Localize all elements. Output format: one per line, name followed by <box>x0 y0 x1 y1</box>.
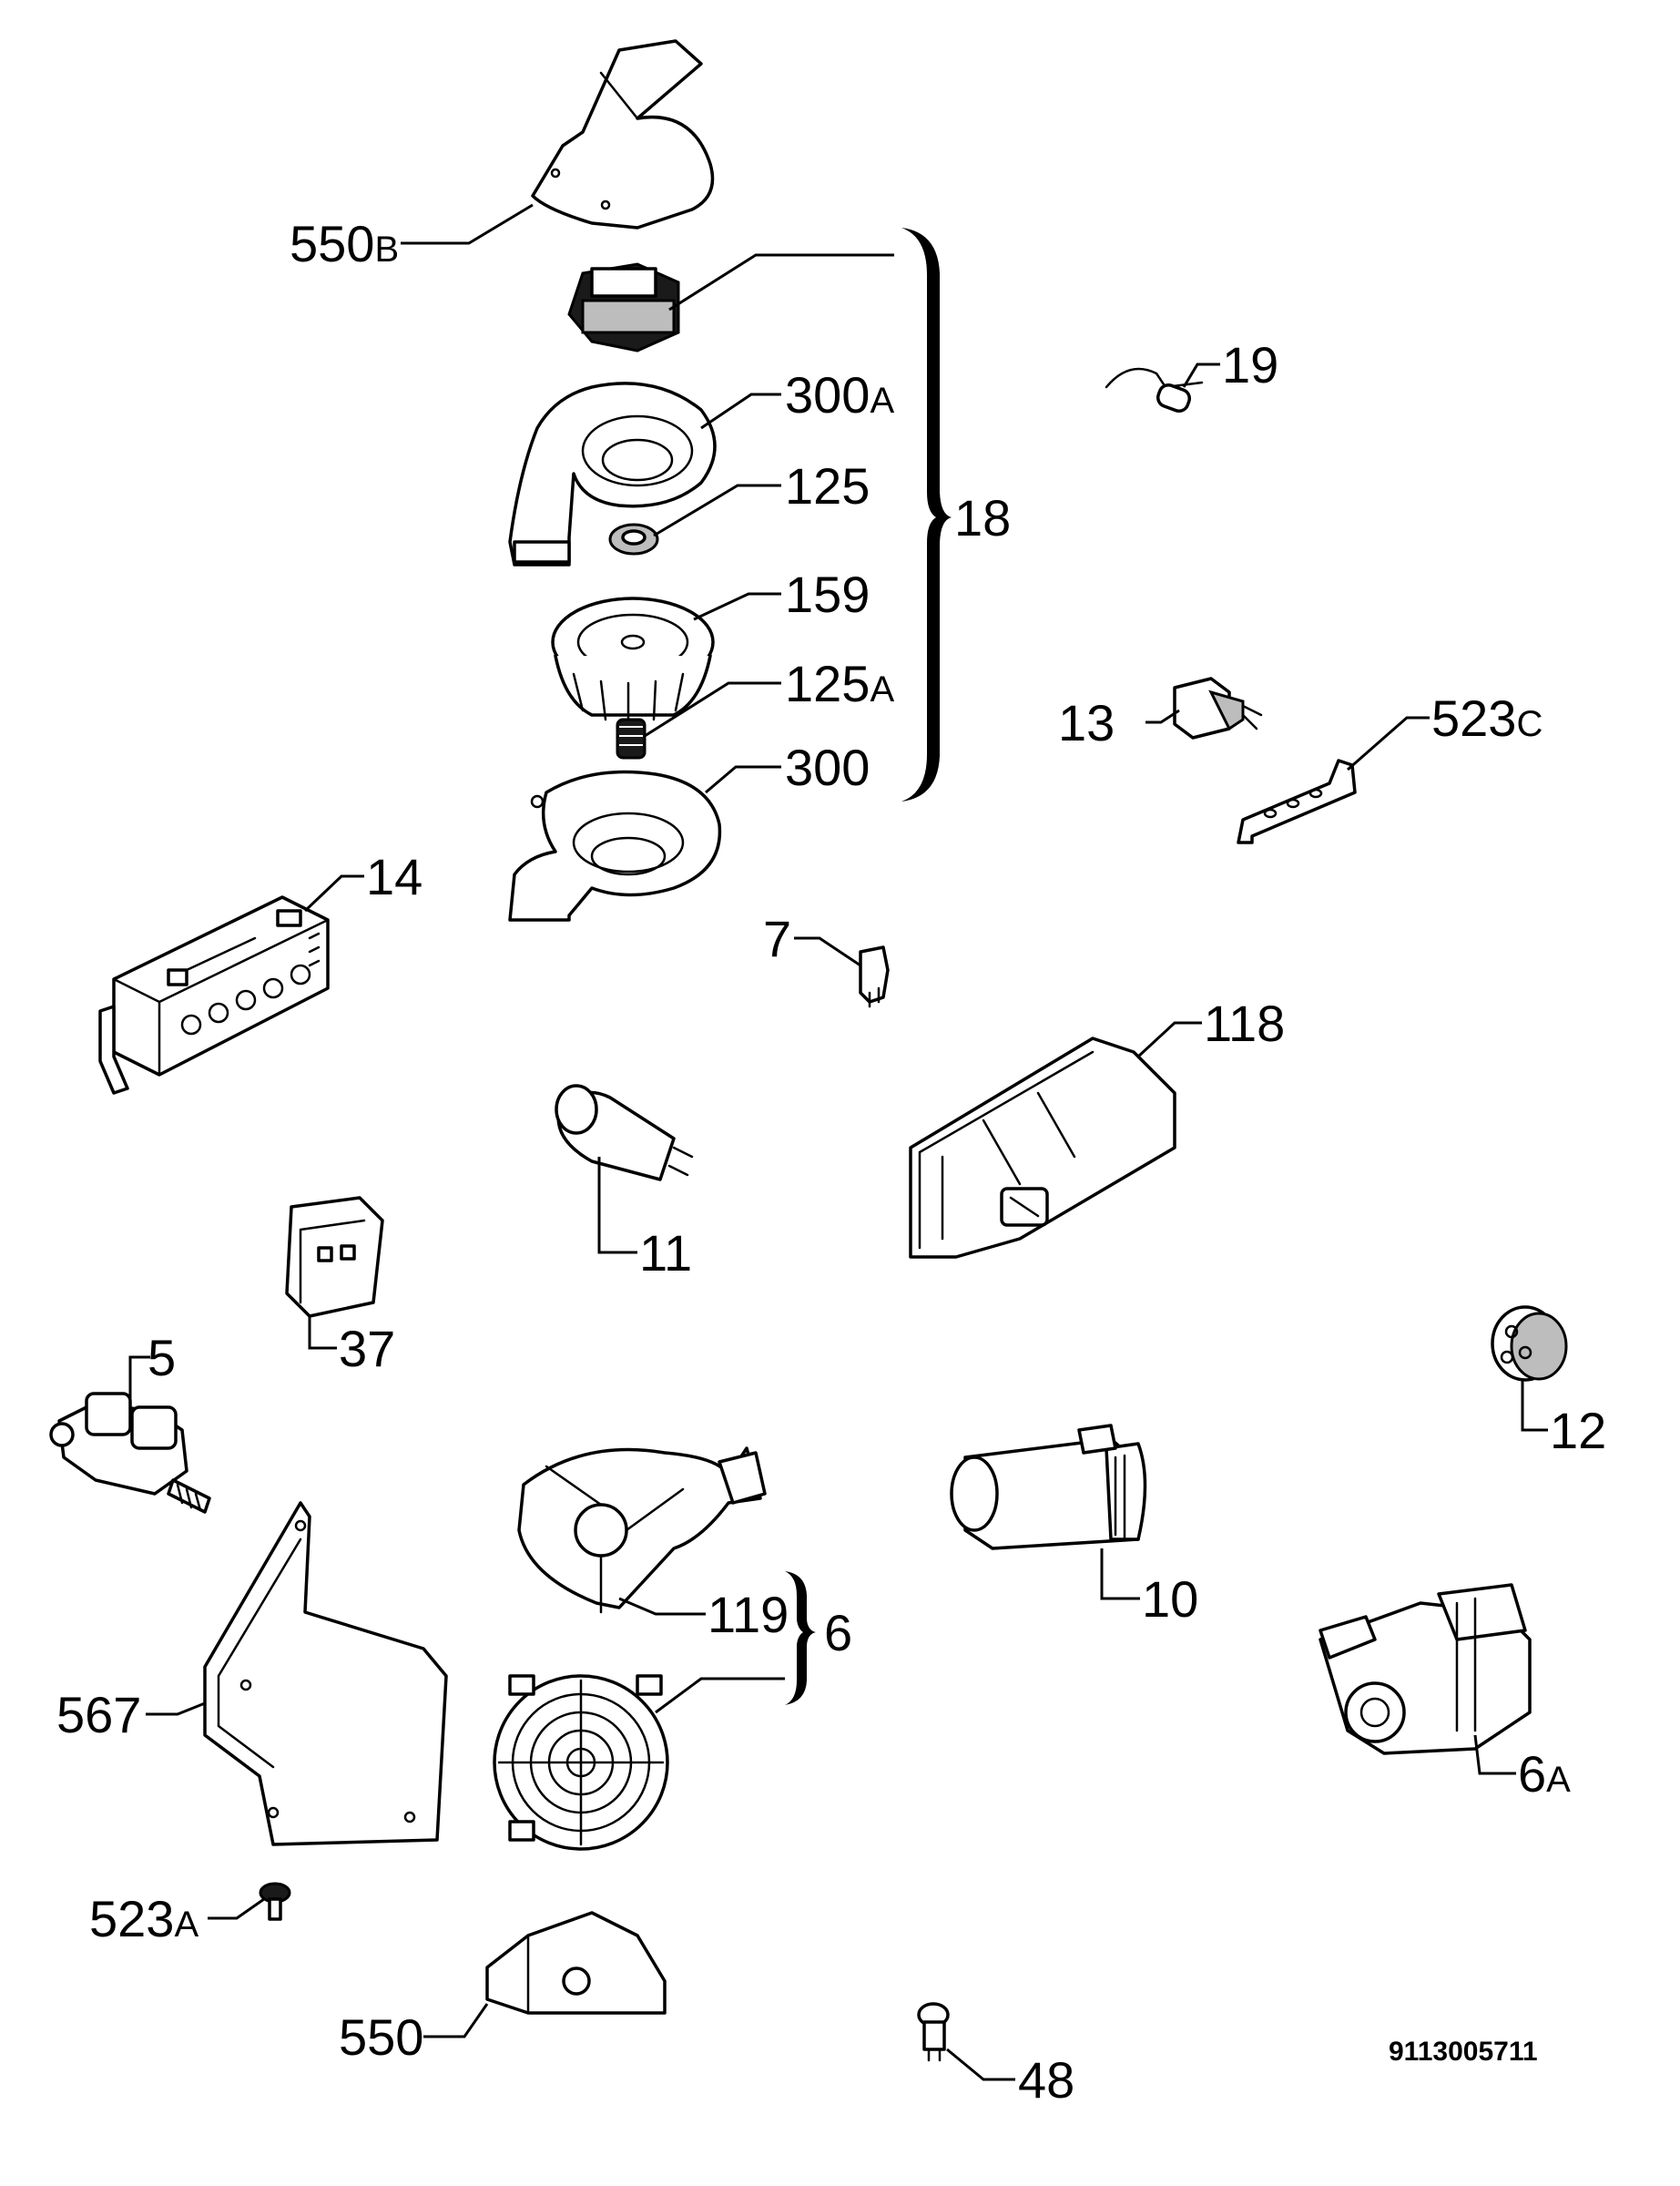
part-119-pump-housing <box>517 1446 767 1614</box>
group-6-brace <box>785 1571 816 1705</box>
group-18-brace <box>901 228 952 802</box>
part-550b-duct-cover <box>531 39 715 230</box>
part-523a-screw <box>259 1882 291 1921</box>
leader-5 <box>128 1355 150 1398</box>
leader-125 <box>653 484 781 537</box>
leader-motor <box>668 253 894 312</box>
label-300: 300 <box>785 739 870 796</box>
leader-523a <box>208 1897 265 1920</box>
part-motor <box>567 262 680 352</box>
label-125: 125 <box>785 457 870 515</box>
label-10: 10 <box>1142 1570 1198 1628</box>
label-14: 14 <box>366 848 423 905</box>
leader-13 <box>1145 709 1180 724</box>
part-5-inlet-valve <box>49 1392 211 1514</box>
leader-6a <box>1473 1734 1516 1775</box>
leader-300a <box>700 393 781 430</box>
part-300-lower-housing <box>508 770 722 922</box>
part-159-fan-wheel <box>551 597 715 723</box>
label-567: 567 <box>56 1686 141 1743</box>
part-48-grommet <box>917 2002 950 2062</box>
label-7: 7 <box>763 910 791 967</box>
label-48: 48 <box>1018 2051 1074 2109</box>
leader-567 <box>146 1701 206 1716</box>
part-6a-drain-pump <box>1319 1583 1532 1755</box>
label-6: 6 <box>824 1604 852 1661</box>
part-550-duct <box>485 1911 667 2015</box>
label-159: 159 <box>785 566 870 623</box>
diagram-code: 9113005711 <box>1389 2037 1538 2067</box>
part-118-dispenser <box>909 1037 1176 1259</box>
label-119: 119 <box>708 1586 789 1643</box>
part-12-cap <box>1491 1305 1568 1382</box>
part-13-switch <box>1173 677 1263 740</box>
label-12: 12 <box>1550 1402 1606 1459</box>
part-300a-upper-housing <box>508 382 717 567</box>
label-550b: 550B <box>290 215 399 272</box>
part-19-thermistor <box>1105 367 1204 414</box>
leader-7 <box>794 936 861 967</box>
leader-heating-element <box>655 1677 785 1714</box>
leader-48 <box>946 2048 1015 2081</box>
label-118: 118 <box>1204 995 1285 1052</box>
label-523c: 523C <box>1431 690 1543 747</box>
label-19: 19 <box>1222 336 1278 393</box>
label-125a: 125A <box>785 655 894 712</box>
part-523c-bracket <box>1237 759 1357 844</box>
leader-550 <box>423 2003 489 2038</box>
part-7-clip <box>859 945 890 1008</box>
part-567-shield <box>203 1501 448 1846</box>
part-125a-spring <box>616 718 647 760</box>
label-523a: 523A <box>89 1890 199 1947</box>
leader-159 <box>693 592 781 621</box>
label-300a: 300A <box>785 366 894 424</box>
label-550: 550 <box>339 2008 423 2066</box>
label-13: 13 <box>1058 694 1115 751</box>
leader-550b <box>401 203 534 245</box>
label-11: 11 <box>639 1224 692 1282</box>
label-18: 18 <box>954 489 1011 546</box>
part-14-control-module <box>98 895 330 1095</box>
leader-523c <box>1347 716 1430 771</box>
leader-12 <box>1521 1380 1548 1432</box>
leader-37 <box>308 1316 337 1350</box>
leader-10 <box>1100 1548 1140 1600</box>
label-6a: 6A <box>1518 1745 1571 1803</box>
part-37-filter-box <box>285 1196 384 1318</box>
part-11-capacitor <box>555 1084 694 1181</box>
part-10-heater <box>950 1424 1147 1550</box>
label-5: 5 <box>148 1329 176 1386</box>
part-6-heating-element <box>493 1674 669 1851</box>
leader-300 <box>705 765 781 794</box>
leader-11 <box>597 1157 637 1254</box>
leader-119 <box>618 1597 706 1616</box>
leader-19 <box>1182 363 1220 388</box>
part-125-bearing <box>608 523 659 556</box>
leader-125a <box>644 681 781 738</box>
leader-14 <box>303 874 364 913</box>
label-37: 37 <box>339 1320 395 1377</box>
leader-118 <box>1136 1021 1202 1058</box>
